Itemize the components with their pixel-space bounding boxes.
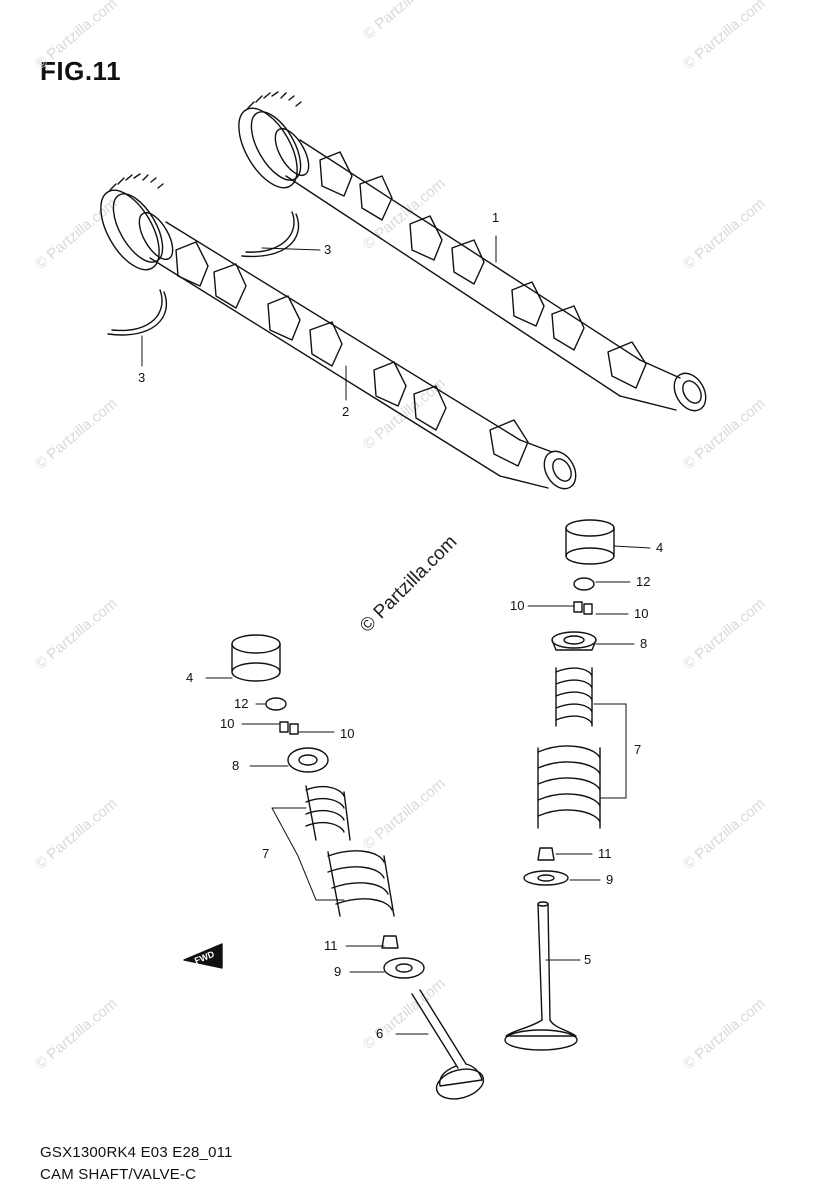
clip-3-upper	[241, 211, 300, 258]
label-part-9: 9	[334, 964, 341, 979]
label-part-1: 1	[492, 210, 499, 225]
label-part-3: 3	[138, 370, 145, 385]
label-part-12: 12	[234, 696, 248, 711]
label-part-5: 5	[584, 952, 591, 967]
section-name: CAM SHAFT/VALVE-C	[40, 1166, 197, 1183]
label-part-4: 4	[656, 540, 663, 555]
label-part-3: 3	[324, 242, 331, 257]
label-part-9: 9	[606, 872, 613, 887]
label-part-10: 10	[340, 726, 354, 741]
label-part-7: 7	[634, 742, 641, 757]
label-part-10: 10	[220, 716, 234, 731]
valve-assembly-right	[504, 519, 615, 1051]
label-part-2: 2	[342, 404, 349, 419]
camshaft-1	[238, 91, 707, 412]
valve-assembly-left	[231, 634, 485, 1100]
camshaft-2	[100, 173, 577, 490]
part-labels: 1 3 3 2 4 12 10 10 8 7 11 9 5 4 12 10 10…	[138, 210, 663, 1041]
model-code: GSX1300RK4 E03 E28_011	[40, 1144, 233, 1161]
label-part-11: 11	[324, 938, 338, 953]
label-part-7: 7	[262, 846, 269, 861]
label-part-12: 12	[636, 574, 650, 589]
clip-3-lower	[107, 289, 168, 336]
label-part-4: 4	[186, 670, 193, 685]
label-part-6: 6	[376, 1026, 383, 1041]
label-part-8: 8	[232, 758, 239, 773]
label-part-10: 10	[510, 598, 524, 613]
label-part-10: 10	[634, 606, 648, 621]
label-part-8: 8	[640, 636, 647, 651]
figure-title: FIG.11	[40, 56, 122, 86]
label-part-11: 11	[598, 846, 612, 861]
fwd-arrow-icon	[183, 943, 223, 969]
